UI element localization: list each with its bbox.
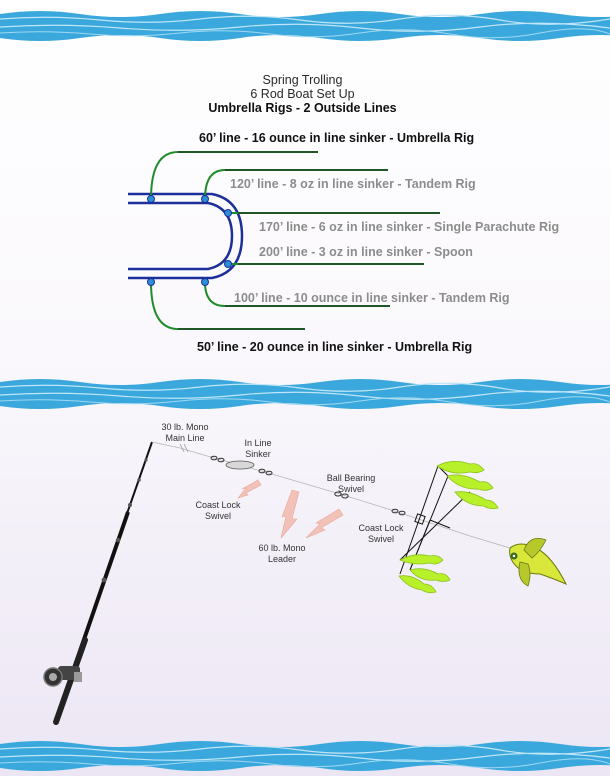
label-line-50: 50’ line - 20 ounce in line sinker - Umb… [197, 340, 473, 354]
reel-icon [43, 666, 82, 687]
water-wave-bottom [0, 741, 610, 771]
bird-teaser-icon [509, 537, 568, 587]
rod-line-120 [204, 169, 388, 200]
fishing-rod-icon [43, 441, 153, 725]
water-wave-middle [0, 379, 610, 409]
rod-line-100 [204, 281, 390, 307]
arrow-to-sinker [280, 489, 300, 539]
label-line-200: 200’ line - 3 oz in line sinker - Spoon [259, 245, 473, 259]
label-line-170: 170’ line - 6 oz in line sinker - Single… [259, 220, 560, 234]
water-wave-top [0, 11, 610, 41]
title-line-2: 6 Rod Boat Set Up [250, 87, 355, 101]
rod-line-50 [150, 281, 305, 330]
boat-hull-outer [128, 192, 244, 280]
ball-bearing-swivel [334, 491, 349, 499]
coast-lock-swivel-1 [210, 455, 225, 463]
label-line-120: 120’ line - 8 oz in line sinker - Tandem… [230, 177, 476, 191]
main-line [151, 441, 511, 549]
arrow-to-swivel [237, 479, 262, 499]
boat-hull-inner [128, 201, 234, 271]
label-line-60: 60’ line - 16 ounce in line sinker - Umb… [199, 131, 475, 145]
title-line-3: Umbrella Rigs - 2 Outside Lines [208, 101, 397, 115]
coast-lock-swivel-2 [391, 508, 406, 516]
label-line-100: 100’ line - 10 ounce in line sinker - Ta… [234, 291, 510, 305]
in-line-sinker [225, 460, 255, 470]
rod-line-60 [150, 151, 318, 200]
title-line-1: Spring Trolling [262, 73, 343, 87]
swivel-2 [258, 468, 273, 476]
lure-icons [398, 461, 499, 594]
rod-holder-dots [147, 195, 232, 286]
arrow-to-bearing [305, 508, 344, 539]
